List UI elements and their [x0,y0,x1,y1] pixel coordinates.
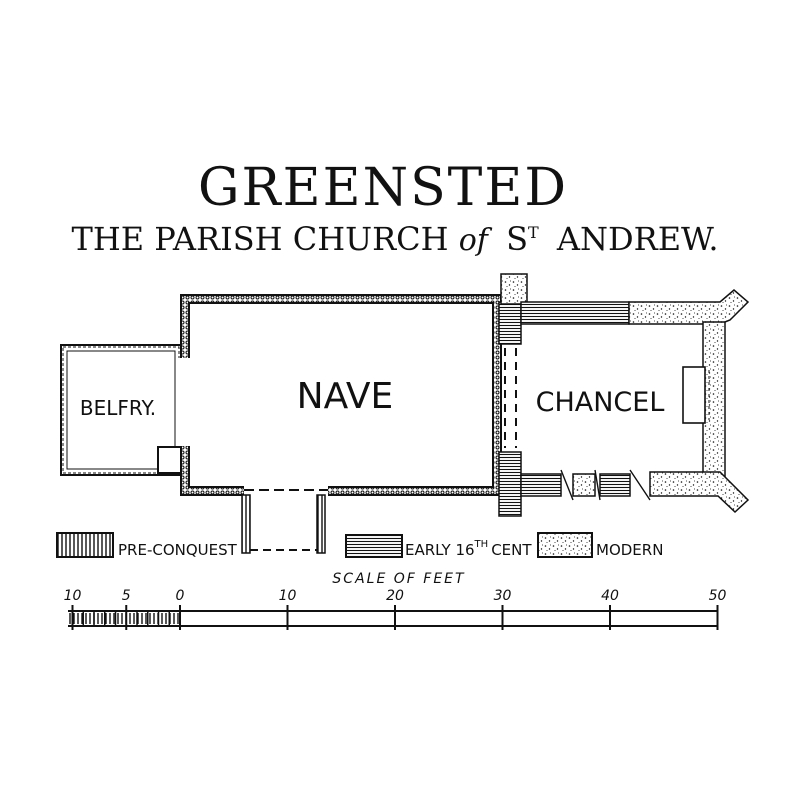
legend-early-16th-suffix: CENT [491,541,532,559]
label-chancel: CHANCEL [536,387,665,418]
legend-swatch-modern [537,532,593,558]
plan-title: GREENSTED [198,158,568,218]
scale-tick-label: 5 [122,588,131,604]
scale-caption: SCALE OF FEET [332,571,465,587]
scale-tick-label: 30 [494,588,512,604]
legend-swatch-early-16th [345,534,403,558]
scale-tick-label: 0 [176,588,185,604]
legend-early-16th-sup: TH [474,539,489,550]
subtitle-post: ANDREW. [556,220,719,258]
altar [682,366,706,424]
label-nave: NAVE [297,376,394,417]
scale-tick-label: 20 [386,588,404,604]
scale-tick-label: 10 [64,588,82,604]
south-porch [241,494,326,554]
legend-swatch-pre-conquest [56,532,114,558]
plan-subtitle: THE PARISH CHURCH of ST ANDREW. [71,208,718,258]
subtitle-of: of [459,223,493,258]
label-belfry: BELFRY. [80,396,156,420]
subtitle-pre: THE PARISH CHURCH [71,220,448,258]
legend-label-modern: MODERN [596,541,663,559]
chancel-walls [520,289,750,514]
scale-tick-label: 50 [709,588,727,604]
nave-walls [178,294,502,498]
scale-tick-label: 10 [279,588,297,604]
subtitle-st-sup: T [528,223,539,242]
scale-tick-label: 40 [601,588,619,604]
legend-label-pre-conquest: PRE-CONQUEST [118,541,238,559]
legend-early-16th-text: EARLY 16 [405,541,475,559]
scale-ticks [71,605,719,630]
subtitle-st: S [506,220,528,258]
